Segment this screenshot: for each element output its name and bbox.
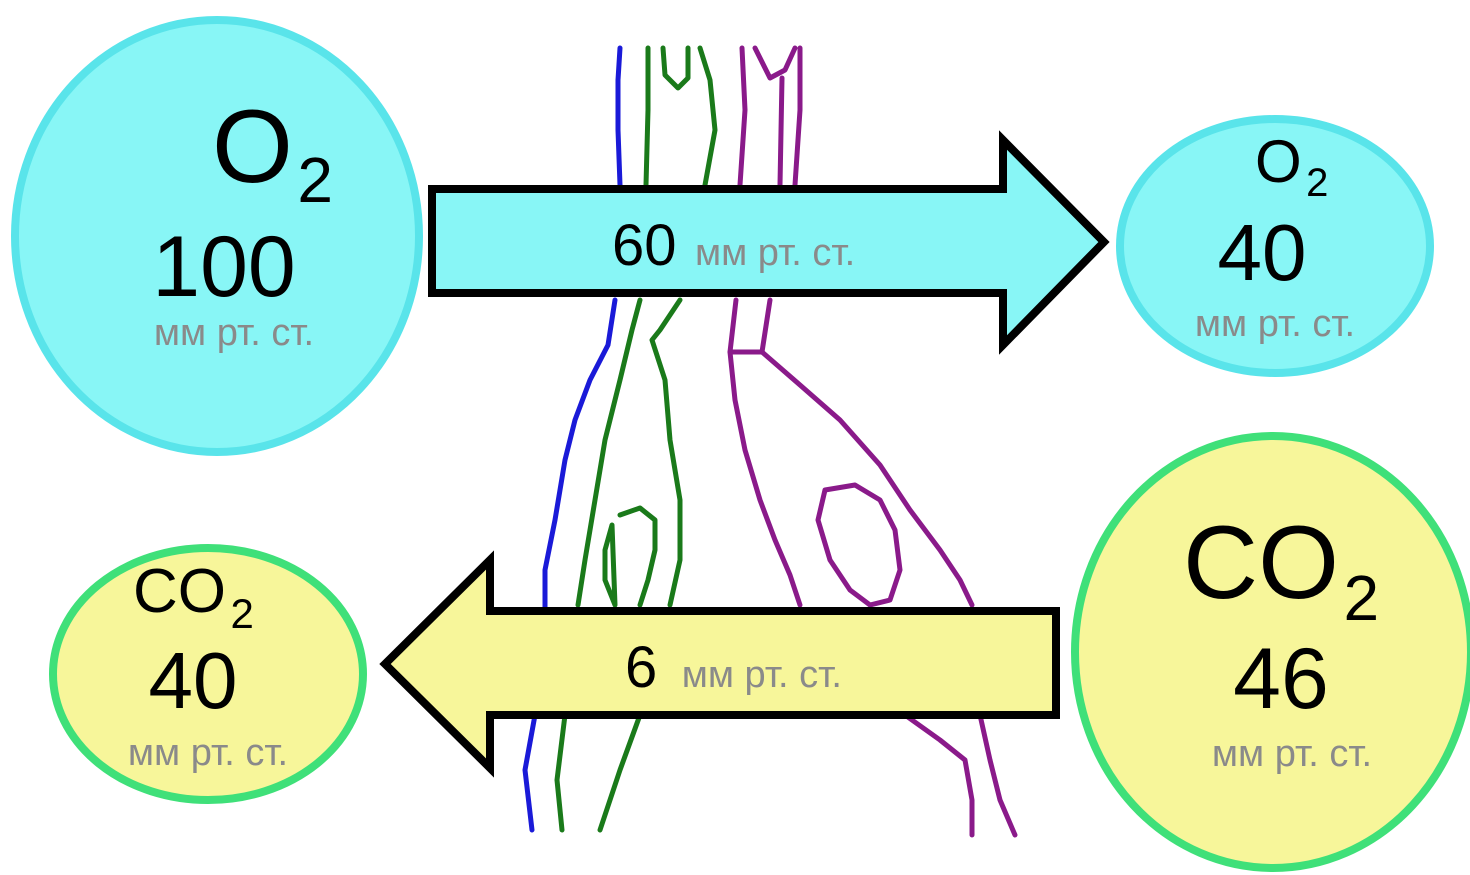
alveolar-wall-line [522,45,623,833]
capillary-wall-line-left [727,45,803,608]
capillary-o2-circle [1116,115,1434,377]
alveolus-o2-symbol: O [212,89,293,205]
o2-arrow-shape [428,130,1110,355]
capillary-wall-line-right [759,45,975,608]
alveolus-co2-circle [49,544,367,804]
interstitium-line-inner [597,45,718,833]
capillary-o2-bubble: O 2 40 мм рт. ст. [1116,115,1434,377]
o2-gradient-arrow: 60 мм рт. ст. [428,130,1110,355]
alveolus-o2-subscript: 2 [297,144,333,216]
co2-gradient-unit: мм рт. ст. [682,654,842,696]
o2-gradient-unit: мм рт. ст. [695,232,855,274]
interstitium-loop [660,45,691,91]
alveolus-co2-value: 40 [149,636,238,725]
capillary-o2-subscript: 2 [1306,161,1328,205]
endothelial-cell-nucleus [815,482,903,608]
alveolus-co2-unit: мм рт. ст. [128,732,288,774]
capillary-co2-subscript: 2 [1343,562,1379,634]
capillary-co2-value: 46 [1233,631,1329,727]
capillary-o2-unit: мм рт. ст. [1195,303,1355,345]
alveolus-co2-symbol: CO [133,557,226,626]
interstitium-line-outer [554,45,651,833]
interstitial-cell-nucleus [602,505,658,608]
svg-text:60 мм рт. ст.: 60 мм рт. ст. [612,213,855,278]
svg-text:O 2: O 2 [1255,128,1328,205]
alveolus-co2-bubble: CO 2 40 мм рт. ст. [49,544,367,804]
o2-gradient-value: 60 [612,213,677,278]
alveolus-co2-subscript: 2 [230,590,253,637]
capillary-o2-symbol: O [1255,128,1302,195]
alveolus-o2-circle [11,16,423,456]
svg-text:CO 2: CO 2 [1183,505,1379,634]
capillary-co2-circle [1071,432,1470,872]
svg-text:CO 2: CO 2 [133,557,254,637]
co2-gradient-value: 6 [625,635,657,700]
capillary-wall-lower [902,712,1018,838]
svg-text:6 мм рт. ст.: 6 мм рт. ст. [625,635,842,700]
co2-arrow-shape [379,550,1060,778]
capillary-co2-bubble: CO 2 46 мм рт. ст. [1071,432,1470,872]
capillary-co2-unit: мм рт. ст. [1212,733,1372,775]
alveolar-capillary-membrane-drawing [522,45,1018,838]
alveolus-o2-bubble: O 2 100 мм рт. ст. [11,16,423,456]
alveolus-o2-unit: мм рт. ст. [154,312,314,354]
capillary-o2-value: 40 [1218,208,1307,297]
alveolus-o2-value: 100 [152,219,296,315]
svg-text:O 2: O 2 [212,89,333,216]
co2-gradient-arrow: 6 мм рт. ст. [379,550,1060,778]
capillary-co2-symbol: CO [1183,505,1339,621]
